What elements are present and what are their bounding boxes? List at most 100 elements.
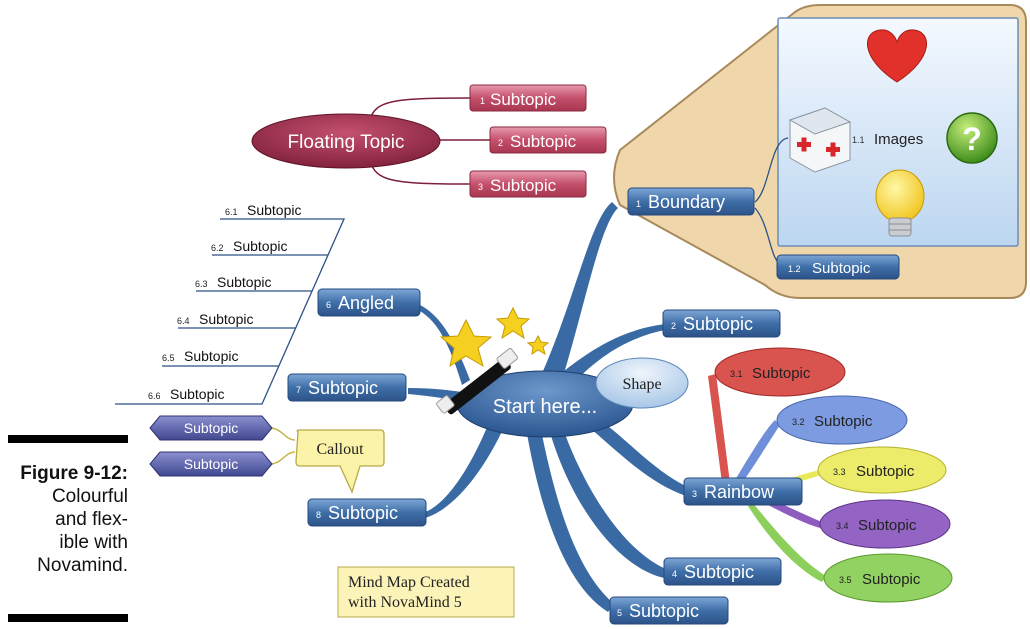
caption-line: Colourful bbox=[51, 486, 128, 507]
topic-label: Subtopic bbox=[510, 132, 577, 151]
figure-number: Figure 9-12: bbox=[20, 463, 128, 484]
topic-label: Subtopic bbox=[812, 260, 871, 277]
light-bulb-icon bbox=[875, 169, 925, 237]
caption-line: and flex- bbox=[55, 509, 128, 530]
topic-number: 6.3 bbox=[195, 279, 208, 289]
boundary-subtopic[interactable]: 1.2 Subtopic bbox=[776, 254, 900, 280]
shape-topic-label: Shape bbox=[622, 376, 661, 393]
images-topic[interactable]: 1.1 Images bbox=[852, 131, 923, 148]
branch-connectors bbox=[408, 202, 690, 612]
caption-rule-top bbox=[8, 435, 128, 443]
topic-label: Subtopic bbox=[683, 314, 753, 334]
rainbow-subtopic[interactable]: 3.3 Subtopic bbox=[817, 446, 947, 494]
images-panel bbox=[777, 17, 1019, 247]
note-box: Mind Map Created with NovaMind 5 bbox=[337, 566, 515, 618]
svg-text:?: ? bbox=[962, 121, 982, 157]
central-topic[interactable]: Start here... bbox=[456, 370, 634, 438]
angled-connectors bbox=[115, 218, 345, 405]
topic-number: 1.2 bbox=[788, 264, 801, 274]
boundary-topic[interactable]: 1 Boundary bbox=[627, 187, 755, 216]
question-mark-icon: ? bbox=[946, 112, 998, 164]
topic-number: 6.2 bbox=[211, 243, 224, 253]
topic-number: 6.1 bbox=[225, 207, 238, 217]
topic-label: Subtopic bbox=[184, 420, 238, 436]
topic-label: Subtopic bbox=[184, 456, 238, 472]
main-topic-4[interactable]: 4 Subtopic bbox=[663, 557, 782, 586]
caption-rule-bottom bbox=[8, 614, 128, 622]
angled-subtopic[interactable]: 6.1 Subtopic bbox=[225, 202, 301, 218]
topic-label: Subtopic bbox=[862, 571, 921, 588]
topic-number: 6.4 bbox=[177, 316, 190, 326]
main-topic-8[interactable]: 8 Subtopic bbox=[307, 498, 427, 527]
rainbow-subtopic[interactable]: 3.2 Subtopic bbox=[776, 395, 908, 445]
topic-label: Subtopic bbox=[856, 463, 915, 480]
topic-number: 1.1 bbox=[852, 135, 865, 145]
callout[interactable]: Callout bbox=[295, 429, 385, 494]
main-topic-5[interactable]: 5 Subtopic bbox=[609, 596, 729, 625]
hex-subtopic[interactable]: Subtopic bbox=[149, 451, 273, 477]
angled-subtopic[interactable]: 6.2 Subtopic bbox=[211, 238, 287, 254]
figure-caption: Figure 9-12: Colourful and flex- ible wi… bbox=[8, 462, 128, 577]
floating-subtopic[interactable]: 1 Subtopic bbox=[469, 84, 587, 112]
topic-label: Subtopic bbox=[328, 503, 398, 523]
topic-label: Subtopic bbox=[858, 517, 917, 534]
topic-label: Subtopic bbox=[199, 311, 253, 327]
hex-subtopic[interactable]: Subtopic bbox=[149, 415, 273, 441]
topic-number: 3 bbox=[692, 489, 697, 499]
callout-connectors bbox=[269, 427, 296, 465]
topic-label: Subtopic bbox=[170, 386, 224, 402]
topic-number: 3.1 bbox=[730, 369, 743, 379]
topic-label: Subtopic bbox=[629, 601, 699, 621]
topic-number: 4 bbox=[672, 569, 677, 579]
topic-number: 1 bbox=[636, 199, 641, 209]
angled-subtopic[interactable]: 6.4 Subtopic bbox=[177, 311, 253, 327]
floating-topic-label: Floating Topic bbox=[288, 132, 405, 153]
angled-subtopic[interactable]: 6.5 Subtopic bbox=[162, 348, 238, 364]
topic-label: Subtopic bbox=[217, 274, 271, 290]
floating-subtopic[interactable]: 3 Subtopic bbox=[469, 170, 587, 198]
topic-label: Boundary bbox=[648, 192, 725, 212]
star-icon bbox=[439, 306, 550, 368]
rainbow-topic[interactable]: 3 Rainbow bbox=[683, 477, 803, 506]
main-topic-2[interactable]: 2 Subtopic bbox=[662, 309, 781, 338]
caption-line: ible with bbox=[59, 532, 128, 553]
topic-number: 3.3 bbox=[833, 467, 846, 477]
angled-topic[interactable]: 6 Angled bbox=[317, 288, 421, 317]
topic-label: Subtopic bbox=[308, 378, 378, 398]
topic-label: Subtopic bbox=[684, 562, 754, 582]
topic-label: Subtopic bbox=[233, 238, 287, 254]
topic-label: Subtopic bbox=[247, 202, 301, 218]
topic-number: 7 bbox=[296, 385, 301, 395]
topic-label: Subtopic bbox=[814, 413, 873, 430]
rainbow-subtopic[interactable]: 3.5 Subtopic bbox=[823, 553, 953, 603]
main-topic-7[interactable]: 7 Subtopic bbox=[287, 373, 407, 402]
note-line: Mind Map Created bbox=[348, 574, 470, 591]
topic-number: 8 bbox=[316, 510, 321, 520]
topic-number: 3.2 bbox=[792, 417, 805, 427]
topic-label: Rainbow bbox=[704, 482, 775, 502]
topic-number: 1 bbox=[480, 96, 485, 106]
topic-number: 3 bbox=[478, 182, 483, 192]
topic-label: Subtopic bbox=[752, 365, 811, 382]
floating-subtopic[interactable]: 2 Subtopic bbox=[489, 126, 607, 154]
angled-subtopic[interactable]: 6.6 Subtopic bbox=[148, 386, 224, 402]
topic-number: 3.5 bbox=[839, 575, 852, 585]
topic-number: 6.5 bbox=[162, 353, 175, 363]
caption-line: Novamind. bbox=[37, 555, 128, 576]
topic-number: 2 bbox=[498, 138, 503, 148]
magic-wand-icon bbox=[436, 348, 519, 415]
topic-number: 2 bbox=[671, 321, 676, 331]
shape-topic[interactable]: Shape bbox=[595, 357, 689, 409]
angled-subtopic[interactable]: 6.3 Subtopic bbox=[195, 274, 271, 290]
topic-number: 6.6 bbox=[148, 391, 161, 401]
heart-icon bbox=[867, 29, 927, 83]
floating-topic[interactable]: Floating Topic bbox=[251, 113, 441, 169]
central-topic-label: Start here... bbox=[493, 396, 598, 418]
callout-label: Callout bbox=[316, 441, 364, 458]
rainbow-subtopic[interactable]: 3.1 Subtopic bbox=[714, 347, 846, 397]
topic-number: 6 bbox=[326, 300, 331, 310]
topic-number: 5 bbox=[617, 608, 622, 618]
topic-label: Subtopic bbox=[490, 176, 557, 195]
rainbow-subtopic[interactable]: 3.4 Subtopic bbox=[819, 499, 951, 549]
